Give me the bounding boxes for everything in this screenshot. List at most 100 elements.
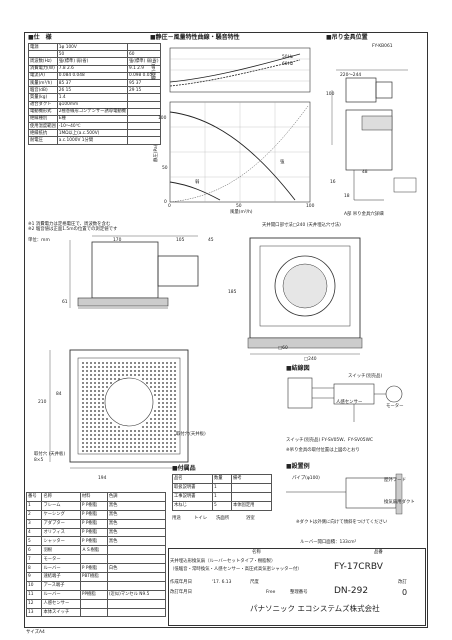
- parts-cell: 本体スイッチ: [41, 607, 81, 618]
- spec-cell: a.c.1000V 1分間: [56, 136, 128, 145]
- parts-cell: 11: [25, 589, 43, 600]
- louver-slot: [166, 390, 168, 392]
- louver-slot: [86, 406, 88, 408]
- louver-slot: [110, 378, 112, 380]
- louver-slot: [162, 378, 164, 380]
- accessory-cell: 1: [212, 482, 232, 493]
- louver-slot: [150, 446, 152, 448]
- louver-slot: [170, 386, 172, 388]
- louver-slot: [94, 418, 96, 420]
- louver-slot: [146, 450, 148, 452]
- louver-slot: [122, 370, 124, 372]
- parts-cell: 速結端子: [41, 572, 81, 582]
- louver-slot: [98, 414, 100, 416]
- louver-slot: [150, 382, 152, 384]
- main-drawing: [49, 235, 199, 469]
- louver-slot: [174, 438, 176, 440]
- parts-header-row: 番号名称材料色調: [25, 492, 167, 502]
- louver-slot: [134, 430, 136, 432]
- louver-slot: [86, 398, 88, 400]
- louver-slot: [138, 362, 140, 364]
- spec-cell: 消費電力(W): [28, 64, 58, 73]
- louver-slot: [114, 434, 116, 436]
- parts-cell: ルーバー: [41, 589, 81, 600]
- louver-slot: [94, 442, 96, 444]
- louver-slot: [98, 370, 100, 372]
- louver-slot: [98, 430, 100, 432]
- louver-slot: [126, 450, 128, 452]
- louver-slot: [174, 406, 176, 408]
- louver-slot: [102, 378, 104, 380]
- louver-slot: [102, 442, 104, 444]
- noise-curve-60hz: [169, 59, 301, 87]
- y-tick-0: 0: [164, 200, 167, 205]
- louver-slot: [94, 422, 96, 424]
- parts-cell: 4: [25, 527, 43, 538]
- louver-slot: [154, 386, 156, 388]
- louver-slot: [150, 426, 152, 428]
- parts-cell: 白色: [106, 563, 167, 574]
- louver-slot: [158, 422, 160, 424]
- louver-slot: [98, 422, 100, 424]
- louver-slot: [94, 382, 96, 384]
- louver-slot: [134, 370, 136, 372]
- parts-cell: [79, 580, 108, 591]
- top-series-50: 50Hz: [282, 55, 294, 60]
- louver-slot: [98, 410, 100, 412]
- louver-slot: [94, 398, 96, 400]
- louver-slot: [94, 402, 96, 404]
- louver-slot: [174, 382, 176, 384]
- louver-slot: [174, 422, 176, 424]
- revision-date-label: 改訂年月日: [170, 590, 192, 595]
- louver-slot: [110, 370, 112, 372]
- louver-slot: [90, 422, 92, 424]
- louver-slot: [146, 366, 148, 368]
- louver-slot: [170, 370, 172, 372]
- louver-slot: [86, 362, 88, 364]
- louver-slot: [126, 438, 128, 440]
- parts-cell: 1: [25, 500, 43, 511]
- spec-cell: 7.8 2.6: [56, 64, 128, 73]
- louver-slot: [170, 410, 172, 412]
- louver-slot: [90, 386, 92, 388]
- louver-slot: [102, 422, 104, 424]
- spec-cell: 電源: [28, 42, 58, 52]
- parts-cell: P P樹脂: [79, 518, 108, 529]
- louver-slot: [174, 386, 176, 388]
- louver-slot: [170, 398, 172, 400]
- date-label: 作成年月日: [170, 580, 192, 585]
- louver-slot: [162, 418, 164, 420]
- parts-cell: 人感センサー: [41, 598, 81, 609]
- louver-slot: [150, 362, 152, 364]
- louver-slot: [86, 366, 88, 368]
- accessory-cell: 1: [212, 491, 232, 502]
- accessory-heading: ■吊り金具位置: [326, 34, 368, 41]
- louver-slot: [174, 370, 176, 372]
- louver-slot: [90, 366, 92, 368]
- louver-slot: [114, 442, 116, 444]
- paper-size: サイズA4: [26, 630, 45, 635]
- louver-slot: [166, 374, 168, 376]
- parts-cell: 黒色: [106, 509, 167, 520]
- louver-slot: [118, 378, 120, 380]
- louver-slot: [110, 430, 112, 432]
- louver-slot: [118, 438, 120, 440]
- dim-185: 185: [228, 290, 237, 295]
- louver-slot: [110, 438, 112, 440]
- parts-cell: 12: [25, 598, 43, 609]
- accessory-code: FY-KB061: [372, 44, 393, 49]
- louver-slot: [162, 362, 164, 364]
- hole-size: 8×5: [34, 458, 44, 463]
- louver-slot: [170, 374, 172, 376]
- louver-slot: [134, 446, 136, 448]
- louver-slot: [106, 446, 108, 448]
- louver-slot: [94, 410, 96, 412]
- spec-cell: 絶縁抵抗: [28, 129, 58, 138]
